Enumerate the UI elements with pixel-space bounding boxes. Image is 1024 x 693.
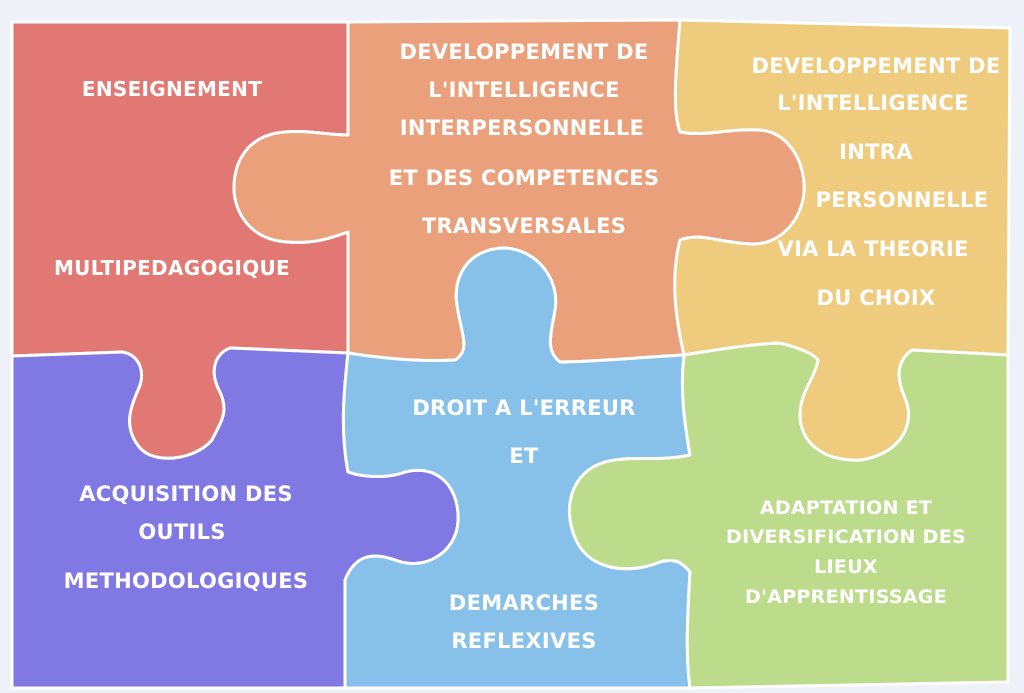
blue-piece-line-4: REFLEXIVES — [451, 629, 597, 653]
orange-piece-line-3: INTERPERSONNELLE — [399, 116, 645, 140]
blue-piece-line-2: ET — [509, 444, 539, 468]
purple-piece-line-1: ACQUISITION DES — [79, 482, 293, 506]
green-piece-line-2: DIVERSIFICATION DES — [726, 526, 966, 548]
green-piece-line-1: ADAPTATION ET — [759, 497, 933, 519]
purple-piece-line-3: METHODOLOGIQUES — [63, 569, 309, 593]
yellow-piece-line-3: INTRA — [839, 140, 913, 164]
yellow-piece-line-4: PERSONNELLE — [815, 188, 989, 212]
green-piece-line-4: D'APPRENTISSAGE — [745, 586, 947, 608]
puzzle-piece-green — [568, 341, 1010, 690]
yellow-piece-line-2: L'INTELLIGENCE — [777, 91, 969, 115]
red-piece-line-1: ENSEIGNEMENT — [81, 77, 263, 101]
blue-piece-line-3: DEMARCHES — [448, 591, 600, 615]
orange-piece-line-5: TRANSVERSALES — [421, 214, 627, 238]
yellow-piece-line-1: DEVELOPPEMENT DE — [751, 54, 1001, 78]
blue-piece-line-1: DROIT A L'ERREUR — [412, 396, 636, 420]
yellow-piece-line-5: VIA LA THEORIE — [777, 237, 969, 261]
red-piece-line-2: MULTIPEDAGOGIQUE — [53, 256, 291, 280]
orange-piece-line-1: DEVELOPPEMENT DE — [399, 40, 649, 64]
orange-piece-line-4: ET DES COMPETENCES — [388, 166, 660, 190]
orange-piece-line-2: L'INTELLIGENCE — [428, 78, 620, 102]
purple-piece-line-2: OUTILS — [138, 520, 226, 544]
yellow-piece-line-6: DU CHOIX — [816, 286, 936, 310]
green-piece-line-3: LIEUX — [814, 556, 878, 578]
